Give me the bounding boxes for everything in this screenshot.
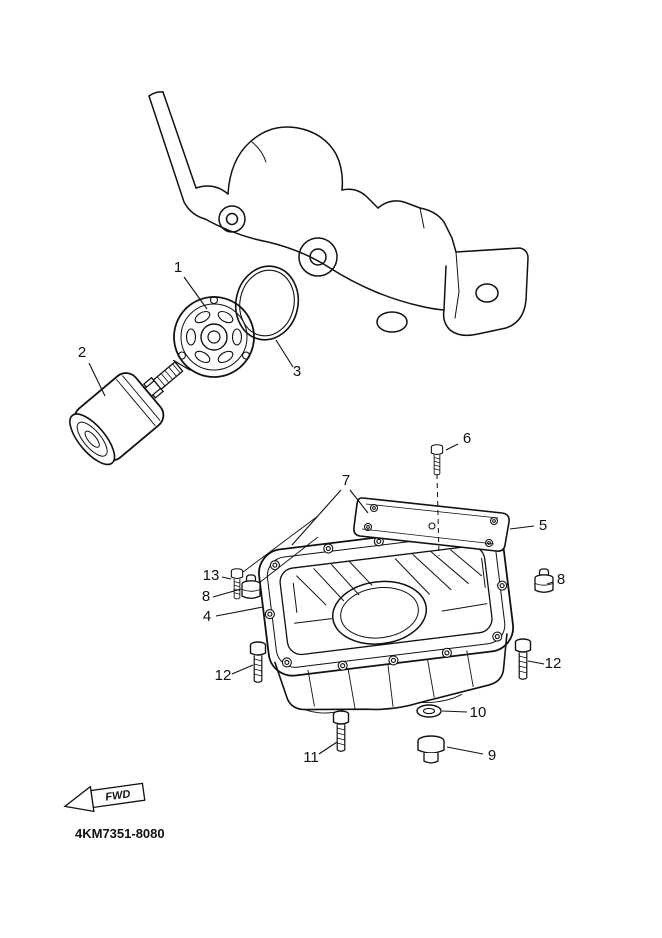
oil-filter [69, 372, 165, 466]
callout-2: 2 [78, 344, 86, 361]
o-ring [234, 265, 300, 341]
fwd-label: FWD [105, 788, 132, 803]
callout-1: 1 [174, 259, 182, 276]
fwd-arrow: FWD [63, 782, 146, 813]
assembly-axis-dashed [436, 473, 440, 557]
damper-8-left [241, 574, 261, 599]
callout-11: 11 [303, 749, 319, 766]
bolt-12-left [249, 641, 267, 683]
callout-7: 7 [342, 472, 350, 489]
damper-8-right [534, 568, 554, 593]
fwd-arrowhead [63, 785, 95, 813]
callout-13: 13 [203, 567, 220, 584]
callout-4: 4 [203, 608, 211, 625]
callout-5: 5 [539, 517, 547, 534]
oil-filter-assembly [69, 334, 215, 466]
callout-12-right: 12 [545, 655, 562, 672]
callout-3: 3 [293, 363, 301, 380]
washer-10 [416, 704, 442, 718]
bolt-11 [332, 710, 350, 752]
leader-lines [88, 276, 554, 755]
callout-12-left: 12 [215, 667, 232, 684]
bolt-6 [430, 444, 444, 476]
engine-block [148, 91, 529, 337]
callout-8-left: 8 [202, 588, 210, 605]
callout-9: 9 [488, 747, 496, 764]
strainer-plate [353, 497, 510, 552]
drain-bolt-9 [417, 735, 445, 764]
callout-8-right: 8 [557, 571, 565, 588]
callout-10: 10 [470, 704, 487, 721]
part-code: 4KM7351-8080 [75, 826, 165, 841]
oil-pan [258, 524, 515, 714]
bolt-12-right [514, 638, 532, 680]
pan-ribs [292, 549, 488, 624]
callout-6: 6 [463, 430, 471, 447]
oil-filter-plate [173, 295, 255, 378]
bolt-13 [230, 568, 244, 600]
